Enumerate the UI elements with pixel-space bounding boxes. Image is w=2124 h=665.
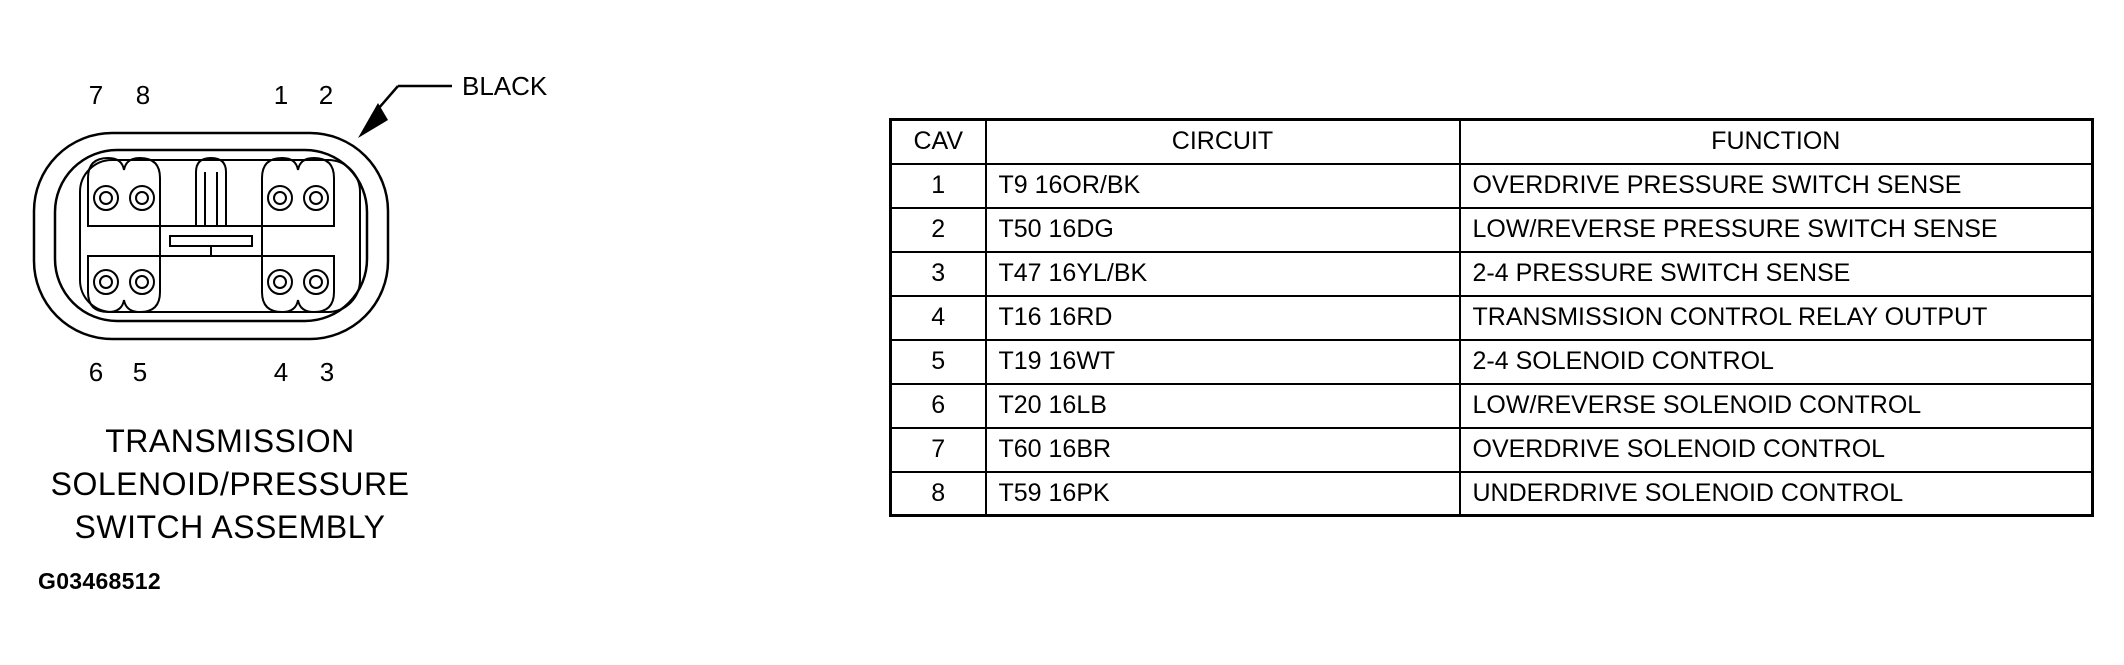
table-row: 3 T47 16YL/BK 2-4 PRESSURE SWITCH SENSE [889, 250, 2094, 297]
circuit-cell: T59 16PK [984, 470, 1461, 517]
caption-line-3: SWITCH ASSEMBLY [74, 509, 386, 545]
table-row: 6 T20 16LB LOW/REVERSE SOLENOID CONTROL [889, 382, 2094, 429]
function-cell: 2-4 SOLENOID CONTROL [1458, 338, 2094, 385]
table-row: 5 T19 16WT 2-4 SOLENOID CONTROL [889, 338, 2094, 385]
function-cell: LOW/REVERSE PRESSURE SWITCH SENSE [1458, 206, 2094, 253]
cav-cell: 4 [889, 294, 987, 341]
table-row: 2 T50 16DG LOW/REVERSE PRESSURE SWITCH S… [889, 206, 2094, 253]
pin-label-bottom-1: 6 [89, 357, 103, 387]
table-row: 8 T59 16PK UNDERDRIVE SOLENOID CONTROL [889, 470, 2094, 517]
table-row: 4 T16 16RD TRANSMISSION CONTROL RELAY OU… [889, 294, 2094, 341]
function-cell: OVERDRIVE SOLENOID CONTROL [1458, 426, 2094, 473]
callout-leader-arrow [358, 84, 452, 138]
circuit-cell: T50 16DG [984, 206, 1461, 253]
pin-label-top-3: 1 [274, 80, 288, 110]
header-function: FUNCTION [1458, 118, 2094, 165]
cav-cell: 8 [889, 470, 987, 517]
cav-cell: 2 [889, 206, 987, 253]
pin-label-bottom-2: 5 [133, 357, 147, 387]
circuit-cell: T9 16OR/BK [984, 162, 1461, 209]
caption-line-2: SOLENOID/PRESSURE [50, 466, 410, 502]
circuit-cell: T20 16LB [984, 382, 1461, 429]
header-circuit: CIRCUIT [984, 118, 1461, 165]
pin-label-bottom-4: 3 [320, 357, 334, 387]
cav-cell: 3 [889, 250, 987, 297]
pin-label-top-2: 8 [136, 80, 150, 110]
function-cell: TRANSMISSION CONTROL RELAY OUTPUT [1458, 294, 2094, 341]
function-cell: 2-4 PRESSURE SWITCH SENSE [1458, 250, 2094, 297]
table-row: 7 T60 16BR OVERDRIVE SOLENOID CONTROL [889, 426, 2094, 473]
cav-cell: 6 [889, 382, 987, 429]
figure-id: G03468512 [38, 568, 161, 594]
cav-cell: 7 [889, 426, 987, 473]
pin-label-bottom-3: 4 [274, 357, 288, 387]
circuit-cell: T19 16WT [984, 338, 1461, 385]
table-header-row: CAV CIRCUIT FUNCTION [889, 118, 2094, 165]
connector-color-label: BLACK [462, 71, 548, 101]
caption-line-1: TRANSMISSION [105, 423, 355, 459]
table-row: 1 T9 16OR/BK OVERDRIVE PRESSURE SWITCH S… [889, 162, 2094, 209]
circuit-cell: T47 16YL/BK [984, 250, 1461, 297]
circuit-cell: T60 16BR [984, 426, 1461, 473]
connector-caption: TRANSMISSION SOLENOID/PRESSURE SWITCH AS… [40, 420, 420, 549]
function-cell: OVERDRIVE PRESSURE SWITCH SENSE [1458, 162, 2094, 209]
terminal-cavities [87, 156, 335, 314]
cav-cell: 1 [889, 162, 987, 209]
pin-label-top-1: 7 [89, 80, 103, 110]
circuit-cell: T16 16RD [984, 294, 1461, 341]
connector-face-diagram: 7 8 1 2 BLACK [32, 71, 548, 387]
function-cell: UNDERDRIVE SOLENOID CONTROL [1458, 470, 2094, 517]
function-cell: LOW/REVERSE SOLENOID CONTROL [1458, 382, 2094, 429]
cav-cell: 5 [889, 338, 987, 385]
header-cav: CAV [889, 118, 987, 165]
pin-label-top-4: 2 [319, 80, 333, 110]
pinout-table: CAV CIRCUIT FUNCTION 1 T9 16OR/BK OVERDR… [889, 118, 2094, 517]
